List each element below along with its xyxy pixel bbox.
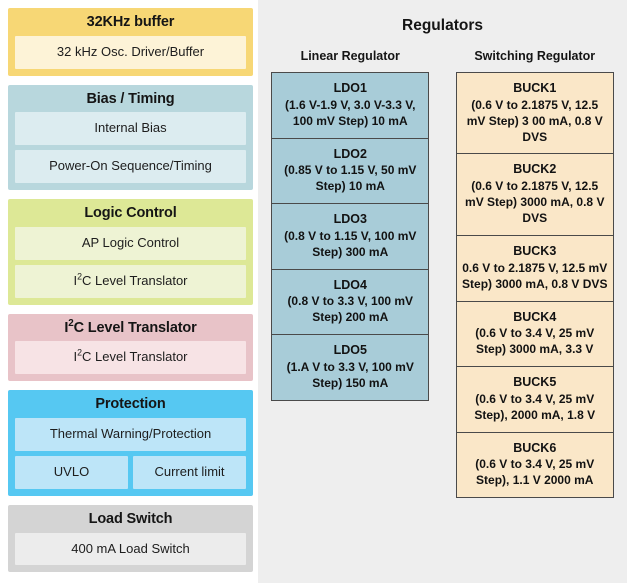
regulator-column-headings: Linear Regulator Switching Regulator [258,49,627,63]
buck-name: BUCK3 [513,243,557,258]
ldo-cell: LDO4 (0.8 V to 3.3 V, 100 mV Step) 200 mA [272,268,429,335]
buck-name: BUCK4 [513,309,557,324]
block-sub-item: Power-On Sequence/Timing [15,150,246,184]
block-title: Logic Control [84,205,177,222]
ldo-spec: (1.A V to 3.3 V, 100 mV Step) 150 mA [286,359,414,390]
block-sub-item: I2C Level Translator [15,341,246,375]
functional-block: Load Switch 400 mA Load Switch [8,504,253,573]
ldo-spec: (1.6 V-1.9 V, 3.0 V-3.3 V, 100 mV Step) … [284,97,416,128]
block-sub-item: Current limit [133,455,246,489]
ldo-name: LDO1 [333,81,367,95]
buck-name: BUCK6 [513,440,557,455]
block-sub-item: 400 mA Load Switch [15,532,246,566]
block-title: I2C Level Translator [64,317,197,336]
panel-title: Regulators [402,17,483,34]
ldo-name: LDO4 [333,277,367,292]
ldo-cell: LDO5(1.A V to 3.3 V, 100 mV Step) 150 mA [272,334,429,400]
ldo-name: LDO3 [333,212,367,227]
ldo-spec: (0.8 V to 1.15 V, 100 mV Step) 300 mA [284,228,417,259]
block-sub-item: 32 kHz Osc. Driver/Buffer [15,35,246,69]
buck-name: BUCK2 [513,162,557,177]
regulators-panel: Regulators Linear Regulator Switching Re… [258,0,627,583]
block-sub-item: UVLO [15,455,128,489]
ldo-spec: (0.8 V to 3.3 V, 100 mV Step) 200 mA [287,294,414,325]
buck-cell: BUCK3 0.6 V to 2.1875 V, 12.5 mV Step) 30… [456,234,613,301]
block-sub-item: Internal Bias [15,112,246,146]
buck-cell: BUCK6 (0.6 V to 3.4 V, 25 mV Step), 1.1 V… [456,431,613,498]
switching-regulator-column: BUCK1 (0.6 V to 2.1875 V, 12.5 mV Step) 3… [443,72,627,499]
block-sub-item: Thermal Warning/Protection [15,417,246,451]
buck-spec: (0.6 V to 3.4 V, 25 mV Step), 1.1 V 2000… [475,457,595,488]
buck-name: BUCK1 [513,81,557,95]
buck-stack: BUCK1 (0.6 V to 2.1875 V, 12.5 mV Step) 3… [455,72,614,499]
block-title: Load Switch [88,510,173,527]
ldo-name: LDO5 [333,343,367,358]
buck-cell: BUCK4 (0.6 V to 3.4 V, 25 mV Step) 3000 m… [456,300,613,367]
buck-cell: BUCK1 (0.6 V to 2.1875 V, 12.5 mV Step) 3… [456,73,613,154]
block-title: Bias / Timing [86,90,175,107]
block-sub-item: AP Logic Control [15,226,246,260]
buck-spec: 0.6 V to 2.1875 V, 12.5 mV Step) 3000 mA… [462,260,608,291]
block-sub-item: I2C Level Translator [15,264,246,298]
buck-name: BUCK5 [513,375,557,390]
block-title: 32KHz buffer [86,14,175,30]
ldo-cell: LDO1 (1.6 V-1.9 V, 3.0 V-3.3 V, 100 mV St… [272,73,429,138]
buck-spec: (0.6 V to 2.1875 V, 12.5 mV Step) 3000 m… [465,179,605,226]
ldo-cell: LDO2 (0.85 V to 1.15 V, 50 mV Step) 10 mA [272,137,429,204]
linear-regulator-heading: Linear Regulator [300,49,400,63]
buck-spec: (0.6 V to 3.4 V, 25 mV Step) 3000 mA, 3.… [475,326,595,357]
ldo-cell: LDO3(0.8 V to 1.15 V, 100 mV Step) 300 m… [272,203,429,269]
buck-spec: (0.6 V to 2.1875 V, 12.5 mV Step) 3 00 m… [466,97,603,144]
buck-cell: BUCK5(0.6 V to 3.4 V, 25 mV Step), 2000 … [456,366,613,432]
switching-regulator-heading: Switching Regulator [474,49,596,63]
ldo-spec: (0.85 V to 1.15 V, 50 mV Step) 10 mA [284,163,417,194]
buck-cell: BUCK2 (0.6 V to 2.1875 V, 12.5 mV Step) 3… [456,153,613,235]
ldo-name: LDO2 [333,146,367,161]
block-title: Protection [95,396,166,413]
buck-spec: (0.6 V to 3.4 V, 25 mV Step), 2000 mA, 1… [474,391,596,422]
ldo-stack: LDO1 (1.6 V-1.9 V, 3.0 V-3.3 V, 100 mV St… [271,72,430,401]
functional-block: 32KHz buffer 32 kHz Osc. Driver/Buffer [8,8,253,76]
linear-regulator-column: LDO1 (1.6 V-1.9 V, 3.0 V-3.3 V, 100 mV St… [258,72,443,401]
